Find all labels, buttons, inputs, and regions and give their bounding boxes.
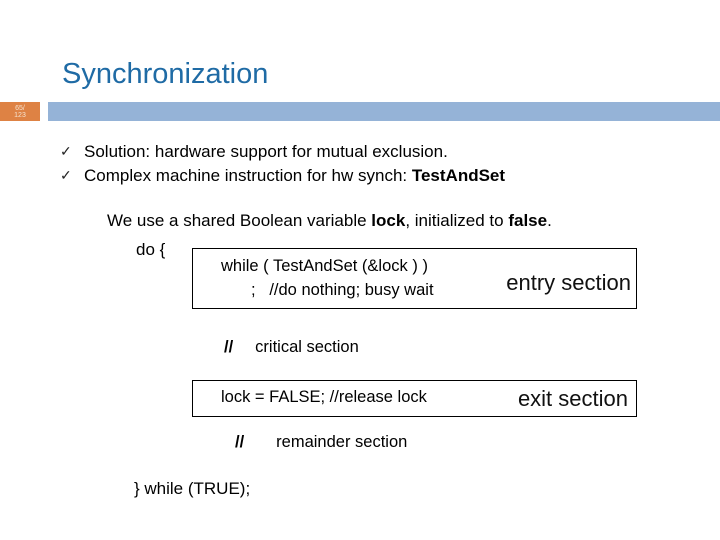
do-while-close-code: } while (TRUE); xyxy=(134,479,251,498)
intro-text: , initialized to xyxy=(405,211,509,230)
bullet-text: Solution: hardware support for mutual ex… xyxy=(84,142,448,161)
intro-text: . xyxy=(547,211,552,230)
intro-text: We use a shared Boolean variable xyxy=(107,211,372,230)
checkmark-icon: ✓ xyxy=(60,143,72,159)
page-number-badge: 65/123 xyxy=(0,102,40,121)
bullet-item-solution: ✓ Solution: hardware support for mutual e… xyxy=(60,142,448,162)
entry-section-box: while ( TestAndSet (&lock ) ) ; //do not… xyxy=(192,248,637,309)
critical-section-comment: // critical section xyxy=(224,338,359,357)
remainder-section-comment: // remainder section xyxy=(235,433,407,452)
comment-slashes: // xyxy=(224,338,234,356)
exit-section-box: lock = FALSE; //release lock exit sectio… xyxy=(192,380,637,417)
entry-section-label: entry section xyxy=(506,270,631,295)
while-code-line: while ( TestAndSet (&lock ) ) xyxy=(221,257,428,275)
testandset-keyword: TestAndSet xyxy=(411,166,506,185)
exit-section-label: exit section xyxy=(517,386,628,411)
exit-code-line: lock = FALSE; //release lock xyxy=(221,388,427,406)
comment-slashes: // xyxy=(235,433,245,451)
comment-text: critical section xyxy=(255,338,359,356)
comment-text: remainder section xyxy=(276,433,408,451)
bullet-item-testandset: ✓ Complex machine instruction for hw sync… xyxy=(60,166,505,186)
slide-title: Synchronization xyxy=(62,58,269,90)
bullet-text: Complex machine instruction for hw synch… xyxy=(84,166,412,185)
page-number-text: 65/123 xyxy=(14,104,26,119)
lock-keyword: lock xyxy=(371,211,406,230)
intro-sentence: We use a shared Boolean variable lock, i… xyxy=(107,211,552,231)
header-bar xyxy=(48,102,720,121)
false-keyword: false xyxy=(508,211,548,230)
checkmark-icon: ✓ xyxy=(60,167,72,183)
do-open-code: do { xyxy=(136,240,166,259)
busy-wait-code-line: ; //do nothing; busy wait xyxy=(251,281,434,299)
